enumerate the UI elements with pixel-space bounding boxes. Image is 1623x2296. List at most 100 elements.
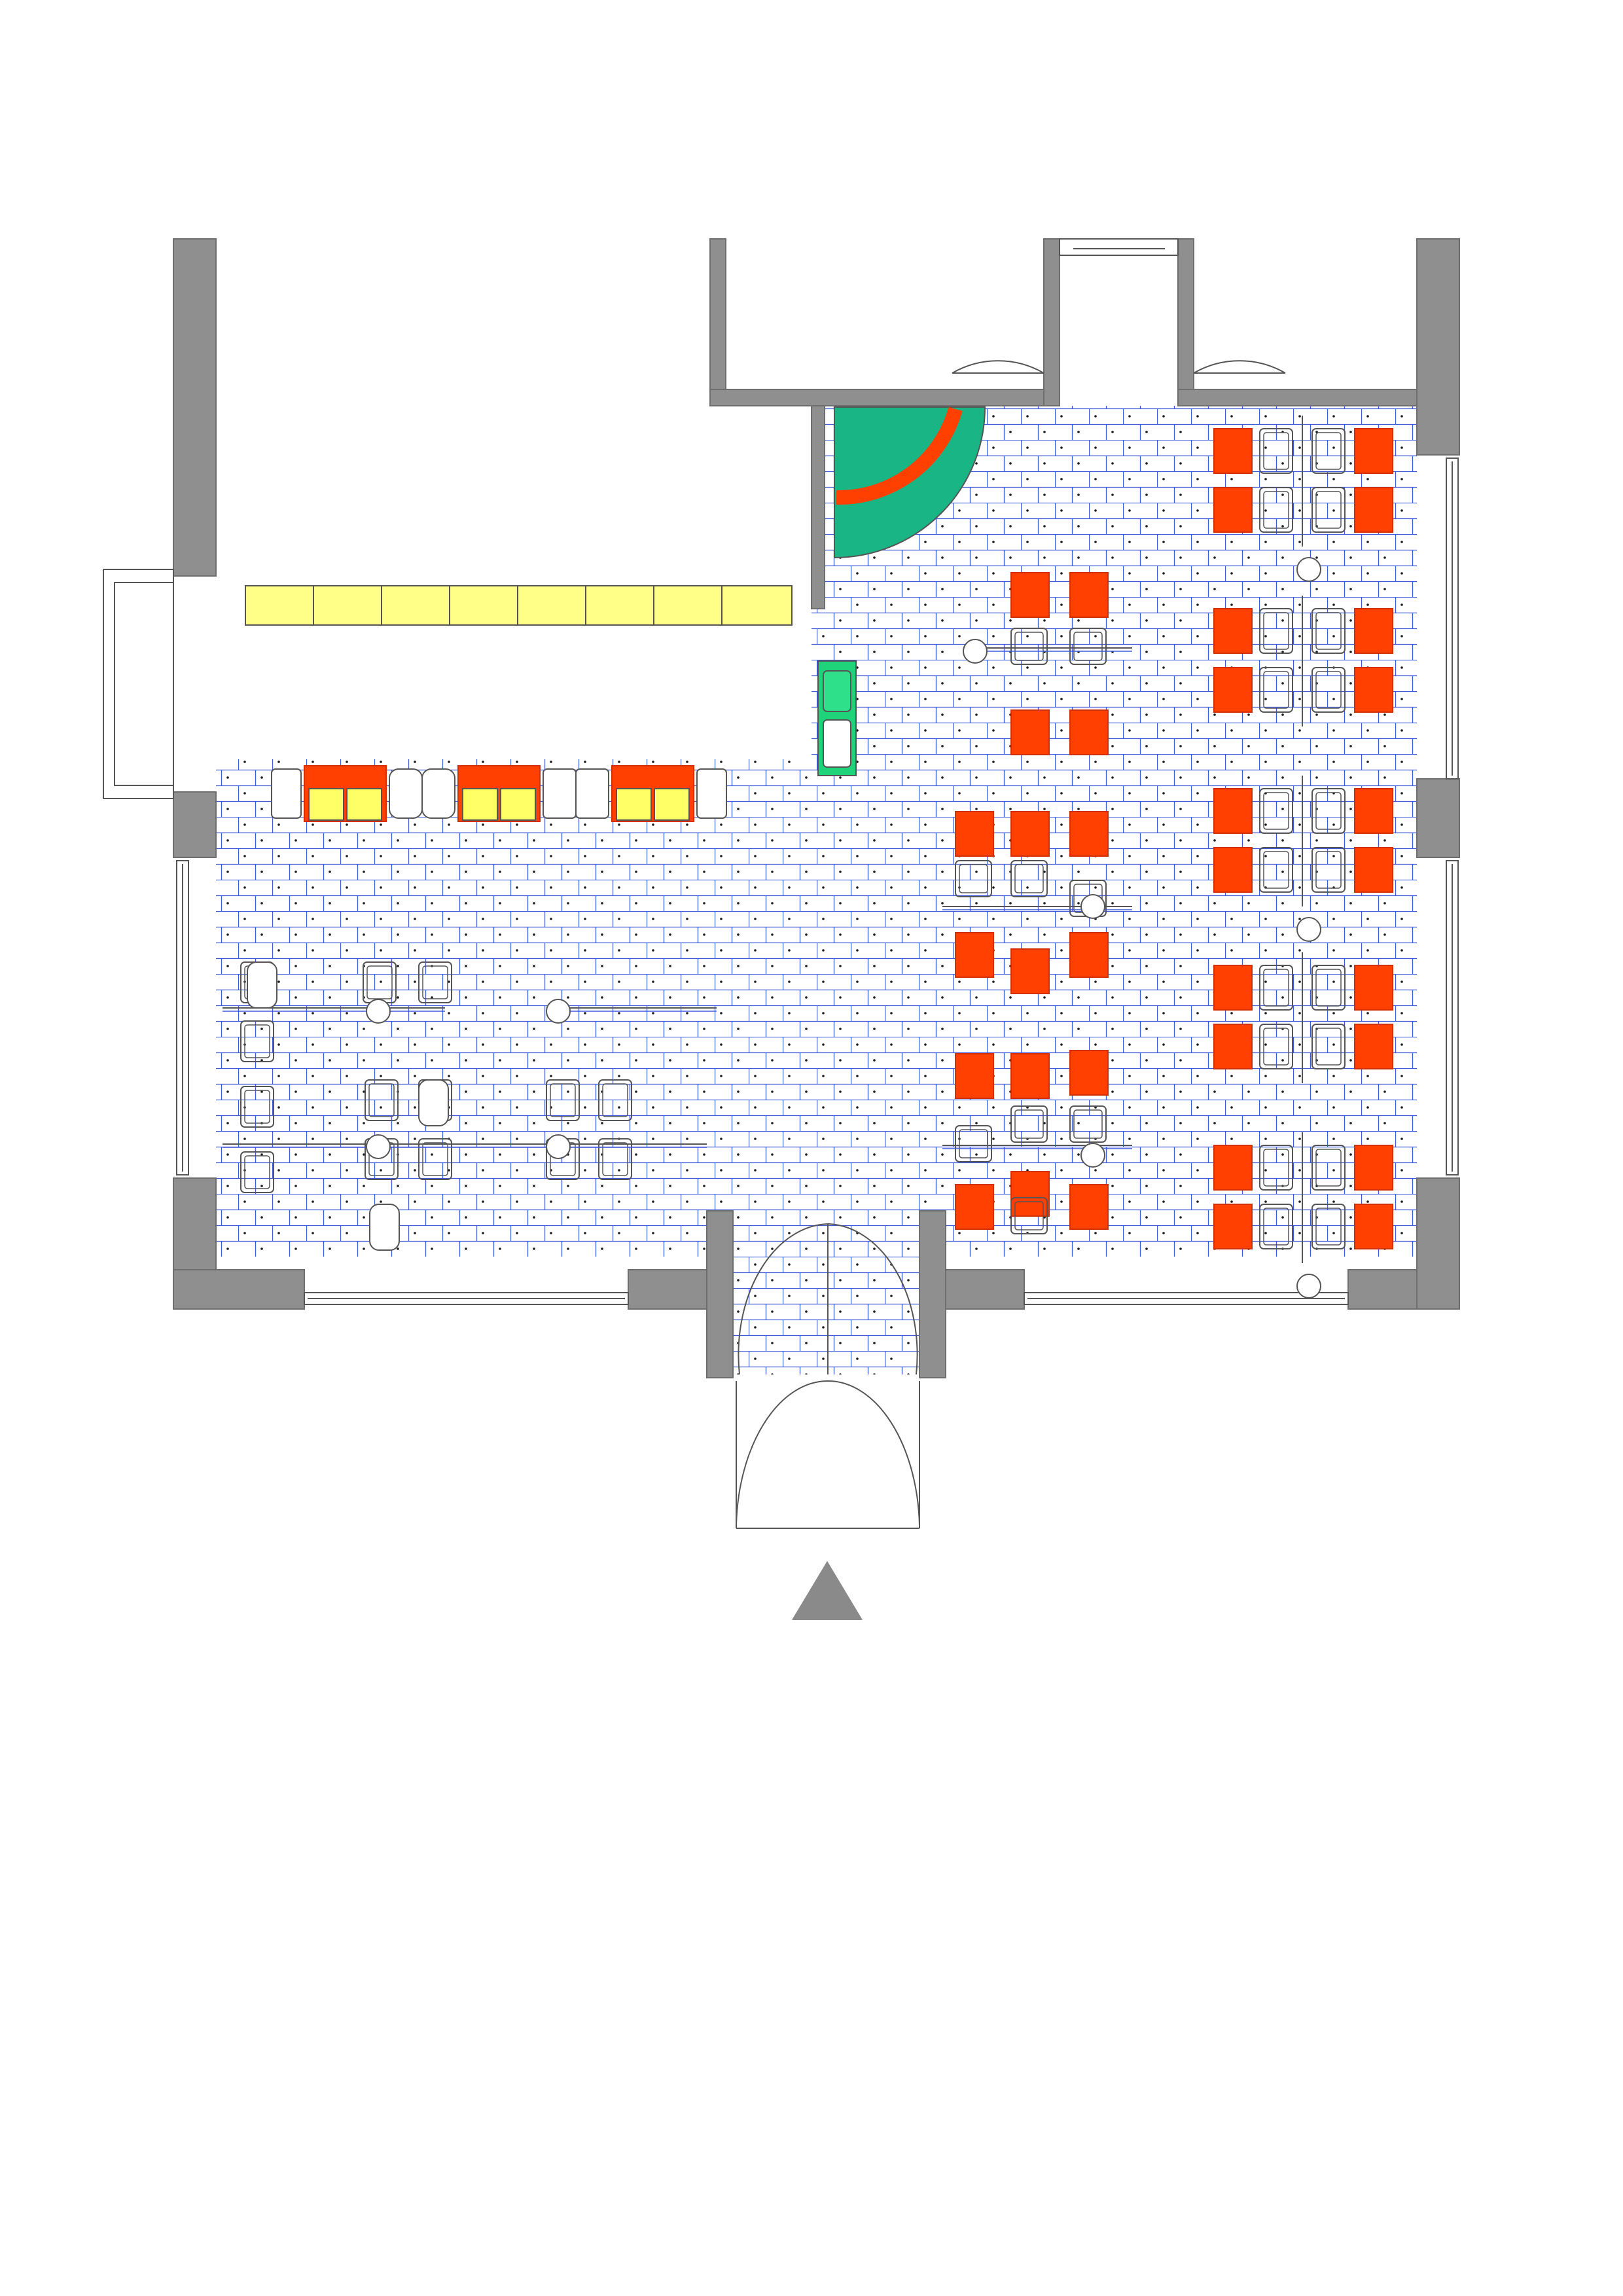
round-table	[546, 1134, 571, 1159]
red-chair	[1354, 847, 1393, 893]
chair-seat	[1263, 792, 1289, 830]
chair-outline	[598, 1138, 632, 1180]
bench-2	[457, 765, 541, 822]
round-table	[1296, 557, 1321, 582]
round-chair	[247, 961, 277, 1009]
chair-outline	[1311, 1145, 1346, 1191]
round-table	[1080, 894, 1105, 919]
chair-seat	[1263, 432, 1289, 470]
chair-outline	[1311, 667, 1346, 713]
chair-seat	[422, 965, 448, 999]
round-table	[366, 999, 391, 1024]
sink-unit	[817, 660, 857, 776]
chair-outline	[1311, 428, 1346, 474]
red-chair	[1213, 608, 1253, 654]
red-chair	[1213, 847, 1253, 893]
chair-seat	[244, 1024, 270, 1058]
red-chair	[1213, 667, 1253, 713]
round-chair	[418, 1079, 449, 1126]
chair-seat	[1315, 792, 1342, 830]
chair-seat	[1315, 969, 1342, 1007]
red-chair	[1354, 1145, 1393, 1191]
chair-seat	[1263, 1028, 1289, 1066]
red-chair	[1010, 811, 1050, 857]
red-chair	[1069, 1050, 1109, 1096]
chair-seat	[1315, 671, 1342, 709]
chair-seat	[422, 1142, 448, 1176]
chair-outline	[1259, 1204, 1293, 1249]
red-chair	[1354, 608, 1393, 654]
chair-seat	[959, 1129, 988, 1158]
red-chair	[1213, 965, 1253, 1011]
red-chair	[955, 932, 994, 978]
chair-outline	[1311, 487, 1346, 533]
chair-outline	[1259, 1024, 1293, 1069]
walls	[173, 238, 1460, 1378]
chair-seat	[1315, 612, 1342, 650]
red-chair	[1213, 428, 1253, 474]
chair-outline	[1010, 860, 1048, 897]
chair-outline	[955, 860, 992, 897]
chair-outline	[1311, 847, 1346, 893]
chair-outline	[598, 1079, 632, 1121]
chair-outline	[1010, 1105, 1048, 1143]
red-chair	[1069, 811, 1109, 857]
entrance-doors	[736, 1223, 920, 1529]
red-chair	[1354, 487, 1393, 533]
triangle-up-icon	[792, 1561, 863, 1620]
bench-bar	[245, 585, 793, 626]
red-chair	[1010, 572, 1050, 618]
chair-seat	[1315, 851, 1342, 889]
chair-seat	[1263, 851, 1289, 889]
round-table	[1080, 1143, 1105, 1168]
chair-outline	[240, 1086, 274, 1128]
chair-seat	[1073, 1109, 1103, 1139]
chair-outline	[1259, 1145, 1293, 1191]
chair-seat	[1014, 1109, 1044, 1139]
red-chair	[1354, 965, 1393, 1011]
chair-outline	[418, 961, 452, 1003]
windows	[176, 457, 1459, 1305]
chair-outline	[240, 1020, 274, 1062]
chair-outline	[1311, 1024, 1346, 1069]
chair-seat	[1263, 612, 1289, 650]
red-chair	[1069, 572, 1109, 618]
chair-outline	[1259, 965, 1293, 1011]
chair-outline	[955, 1125, 992, 1162]
red-chair	[1354, 1024, 1393, 1069]
chair-outline	[1069, 628, 1107, 665]
chair-seat	[1315, 1149, 1342, 1187]
red-chair	[955, 1053, 994, 1099]
round-table	[1296, 917, 1321, 942]
chair-seat	[1263, 491, 1289, 529]
chair-outline	[240, 1151, 274, 1193]
round-chair	[369, 1204, 400, 1251]
chair-outline	[1259, 428, 1293, 474]
chair-outline	[1259, 608, 1293, 654]
red-chair	[1213, 1024, 1253, 1069]
red-chair	[1354, 788, 1393, 834]
chair-outline	[1259, 667, 1293, 713]
red-chair	[1010, 709, 1050, 755]
top-doorway	[952, 238, 1286, 374]
annex-outline	[103, 569, 174, 799]
red-chair	[1010, 948, 1050, 994]
service-counter	[834, 406, 986, 559]
bench-3	[611, 765, 694, 822]
red-chair	[1213, 1145, 1253, 1191]
chair-seat	[1014, 632, 1044, 661]
middle-table-group	[942, 572, 1132, 1234]
chair-seat	[959, 864, 988, 893]
round-table	[963, 639, 988, 664]
chair-outline	[1311, 965, 1346, 1011]
chair-seat	[1263, 1208, 1289, 1246]
bench-1	[304, 765, 387, 822]
red-chair	[1213, 487, 1253, 533]
chair-seat	[550, 1083, 576, 1117]
red-chair	[1354, 1204, 1393, 1249]
red-chair	[1069, 932, 1109, 978]
chair-seat	[244, 1090, 270, 1124]
chair-outline	[1259, 788, 1293, 834]
chair-outline	[1010, 628, 1048, 665]
